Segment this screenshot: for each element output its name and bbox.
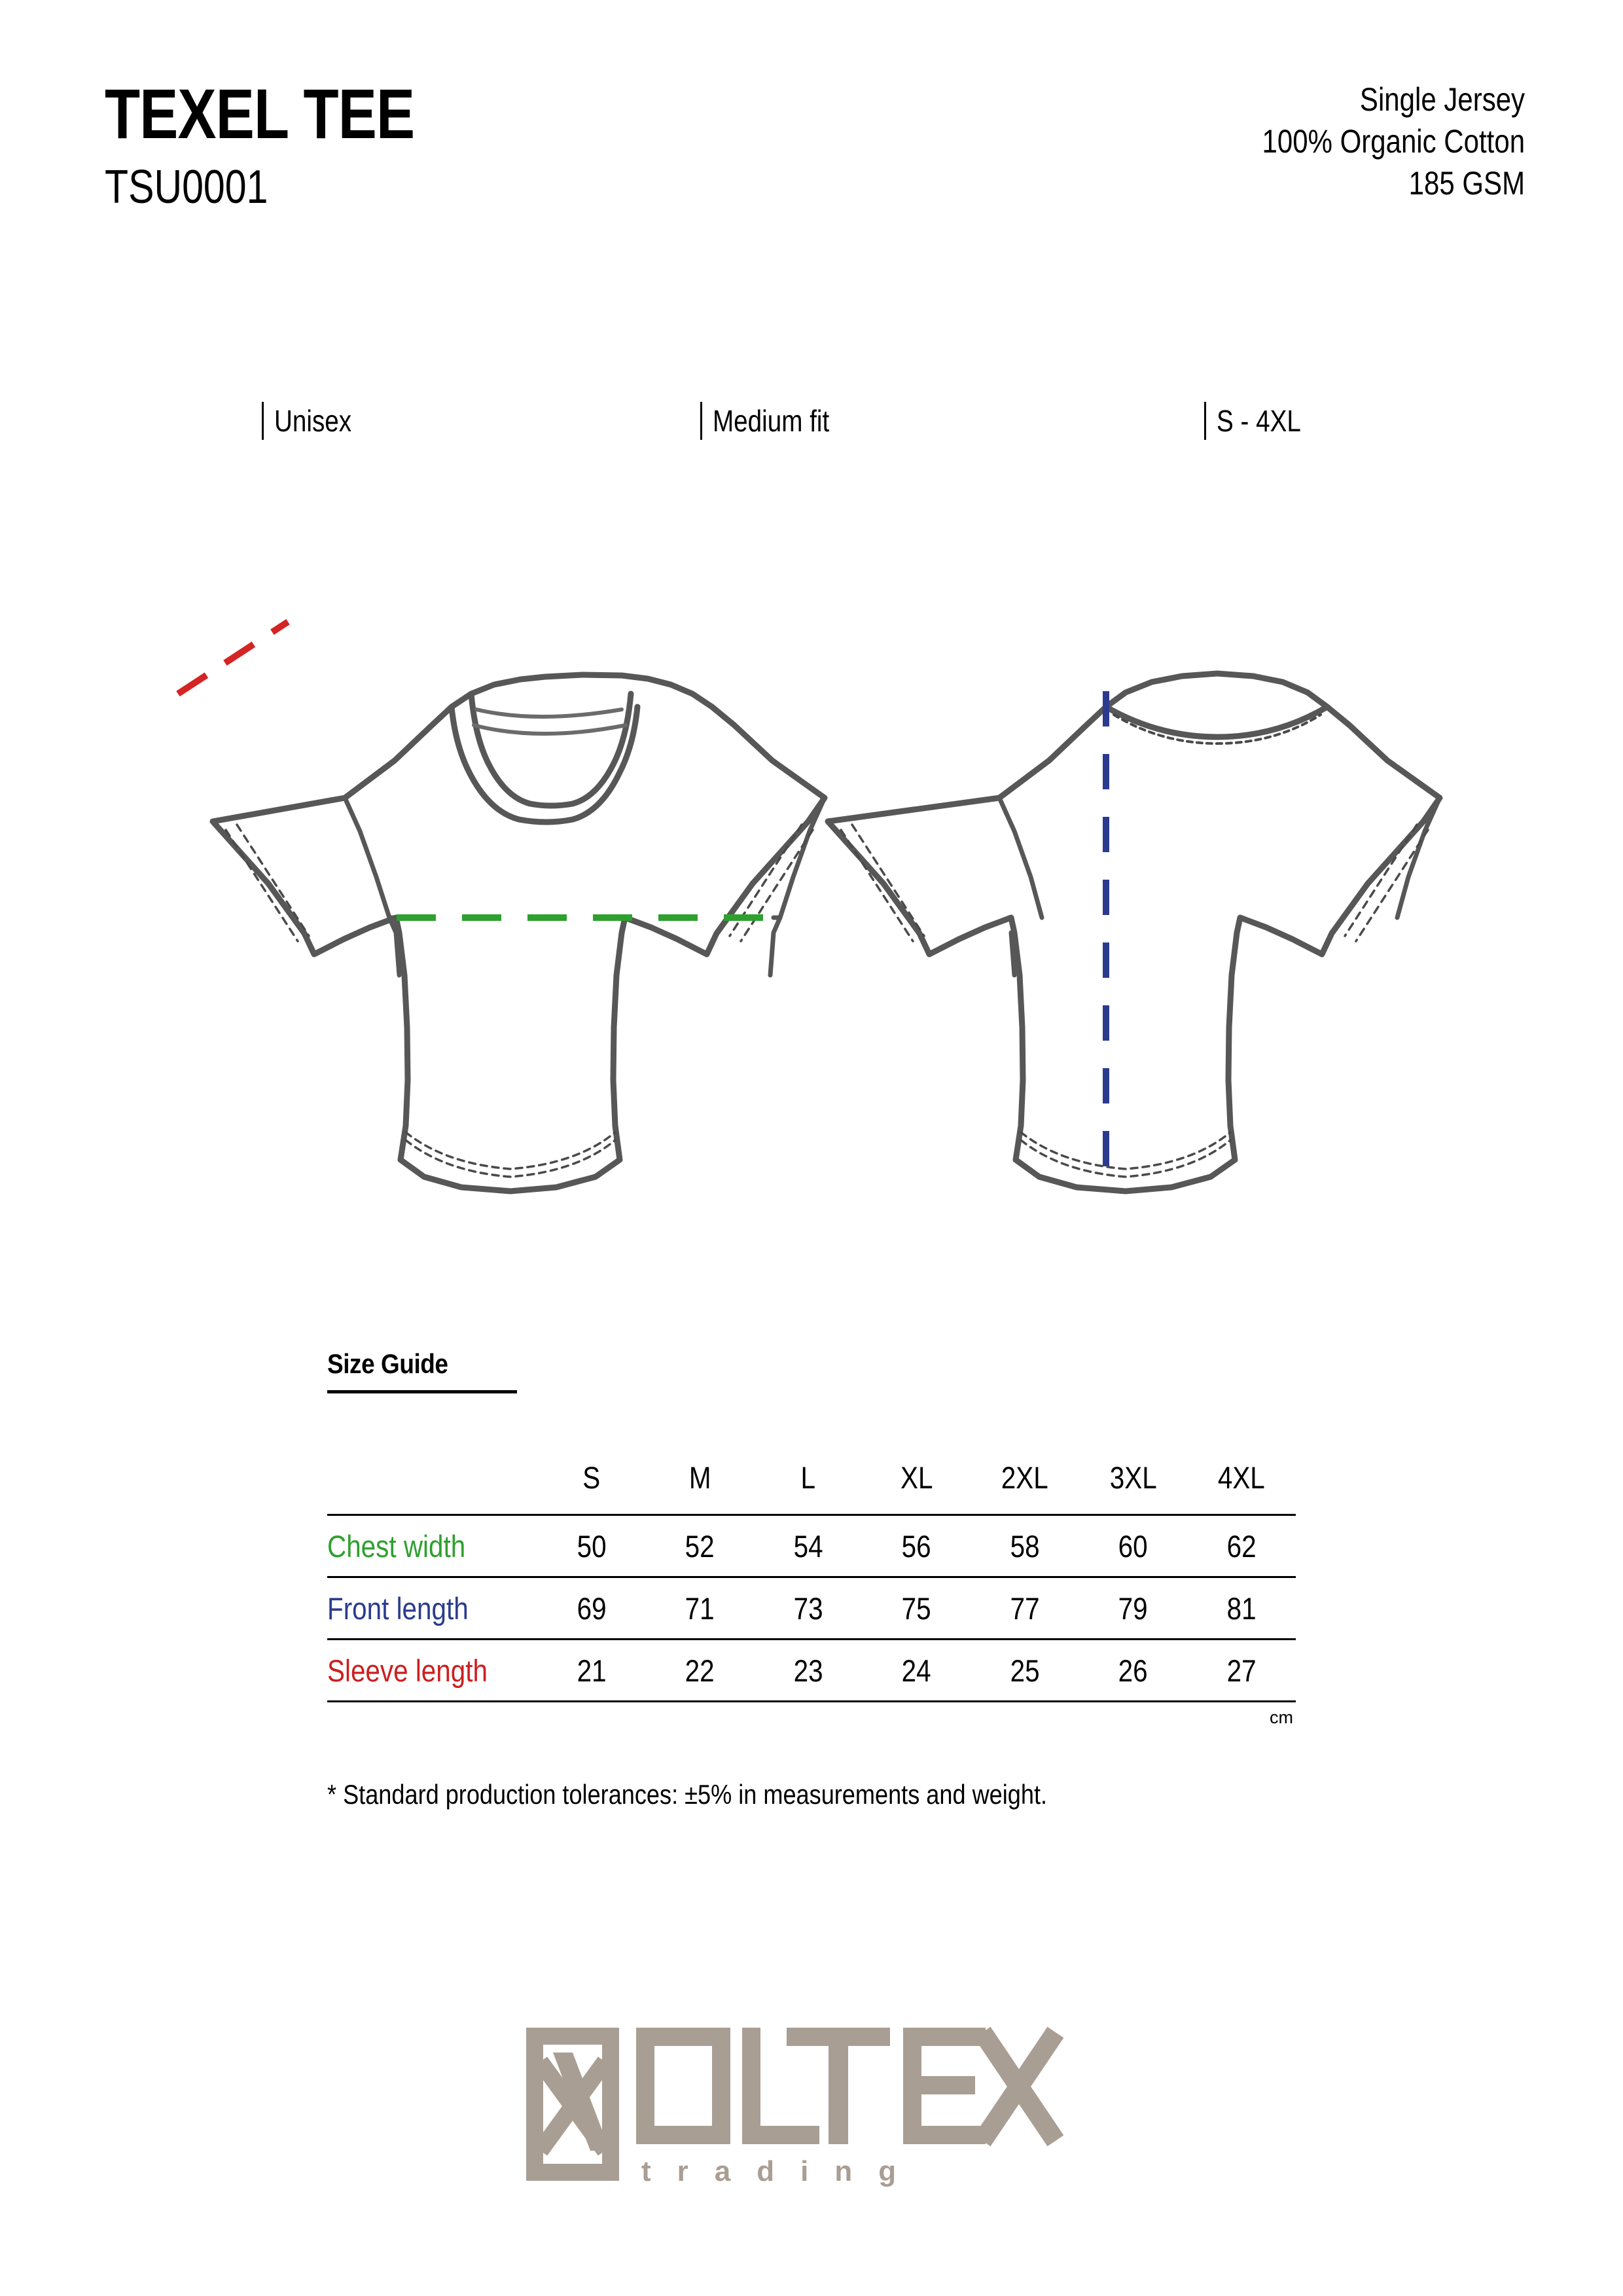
size-table-body: Chest width 50 52 54 56 58 60 62 Front l… (327, 1515, 1296, 1702)
attribute-gender-label: Unisex (274, 404, 352, 438)
tolerance-note: * Standard production tolerances: ±5% in… (327, 1779, 1296, 1810)
technical-drawings (164, 609, 1472, 1217)
row-label-text: Sleeve length (327, 1653, 488, 1688)
row-label-text: Front length (327, 1590, 469, 1626)
attributes-row: Unisex Medium fit S - 4XL (262, 402, 1387, 440)
table-row: Chest width 50 52 54 56 58 60 62 (327, 1515, 1296, 1577)
spec-weight: 185 GSM (1408, 165, 1525, 202)
oltex-trading-logo: trading (526, 2026, 1064, 2187)
logo-letter-e (903, 2028, 986, 2144)
svg-text:trading: trading (641, 2155, 922, 2187)
cell-front-length-m: 71 (685, 1590, 715, 1626)
cell-sleeve-length-4xl: 27 (1226, 1653, 1257, 1688)
header-size-2xl: 2XL (1001, 1460, 1049, 1495)
divider-bar-icon (700, 402, 702, 440)
size-guide-title: Size Guide (327, 1348, 448, 1379)
cell-front-length-4xl: 81 (1226, 1590, 1257, 1626)
cell-sleeve-length-m: 22 (685, 1653, 715, 1688)
header-size-m: M (688, 1460, 711, 1495)
header-size-s: S (582, 1460, 601, 1495)
logo-letter-x (974, 2026, 1064, 2147)
cell-chest-width-2xl: 58 (1010, 1528, 1040, 1564)
sleeve-length-line (176, 619, 290, 697)
tolerance-note-text: * Standard production tolerances: ±5% in… (327, 1779, 1048, 1810)
size-table-header: S M L XL 2XL 3XL 4XL (327, 1450, 1296, 1515)
attribute-fit: Medium fit (700, 402, 1204, 440)
footer-logo: trading (0, 2016, 1623, 2193)
row-label-text: Chest width (327, 1528, 466, 1564)
cell-sleeve-length-3xl: 26 (1118, 1653, 1149, 1688)
header-size-xl: XL (900, 1460, 933, 1495)
spec-fabric-type: Single Jersey (1359, 81, 1525, 118)
unit-label: cm (1270, 1708, 1293, 1727)
logo-subtext: trading (641, 2155, 922, 2187)
attribute-size-range: S - 4XL (1204, 402, 1387, 440)
cell-sleeve-length-s: 21 (577, 1653, 607, 1688)
size-guide-underline (327, 1390, 517, 1393)
attribute-gender: Unisex (262, 402, 700, 440)
boxed-x-icon (526, 2028, 619, 2181)
size-guide-section: Size Guide S M L XL 2XL 3XL 4XL Chest wi… (327, 1348, 1296, 1810)
product-code: TSU0001 (105, 161, 268, 213)
header-size-4xl: 4XL (1218, 1460, 1266, 1495)
divider-bar-icon (1204, 402, 1206, 440)
size-table-header-row: S M L XL 2XL 3XL 4XL (327, 1450, 1296, 1515)
header-measurement (342, 1450, 522, 1515)
row-label-sleeve-length: Sleeve length (327, 1640, 537, 1702)
cell-sleeve-length-2xl: 25 (1010, 1653, 1040, 1688)
header-size-l: L (800, 1460, 816, 1495)
size-guide-heading: Size Guide (327, 1348, 1296, 1393)
cell-front-length-s: 69 (577, 1590, 607, 1626)
header-size-3xl: 3XL (1109, 1460, 1157, 1495)
cell-chest-width-3xl: 60 (1118, 1528, 1149, 1564)
row-label-front-length: Front length (327, 1577, 537, 1640)
logo-letter-o (636, 2028, 730, 2144)
fabric-spec-block: Single Jersey 100% Organic Cotton 185 GS… (1212, 79, 1525, 204)
spec-composition: 100% Organic Cotton (1262, 123, 1525, 160)
size-guide-table: S M L XL 2XL 3XL 4XL Chest width 50 52 5… (327, 1450, 1296, 1702)
cell-sleeve-length-xl: 24 (902, 1653, 931, 1688)
cell-chest-width-m: 52 (685, 1528, 715, 1564)
cell-front-length-2xl: 77 (1010, 1590, 1040, 1626)
page-header: TEXEL TEE TSU0001 Single Jersey 100% Org… (105, 79, 1525, 211)
cell-chest-width-xl: 56 (902, 1528, 931, 1564)
cell-sleeve-length-l: 23 (793, 1653, 823, 1688)
page-title: TEXEL TEE (105, 74, 415, 153)
table-row: Sleeve length 21 22 23 24 25 26 27 (327, 1639, 1296, 1702)
cell-chest-width-s: 50 (577, 1528, 607, 1564)
t-shirt-front-technical-drawing (209, 672, 828, 1194)
cell-chest-width-4xl: 62 (1226, 1528, 1257, 1564)
t-shirt-back-technical-drawing (825, 670, 1443, 1194)
cell-chest-width-l: 54 (793, 1528, 823, 1564)
title-block: TEXEL TEE TSU0001 (105, 79, 482, 211)
cell-front-length-3xl: 79 (1118, 1590, 1149, 1626)
attribute-size-range-label: S - 4XL (1217, 404, 1301, 438)
cell-front-length-l: 73 (793, 1590, 823, 1626)
logo-letter-t (787, 2028, 890, 2144)
cell-front-length-xl: 75 (902, 1590, 931, 1626)
logo-letter-l (742, 2028, 819, 2144)
attribute-fit-label: Medium fit (713, 404, 830, 438)
divider-bar-icon (262, 402, 264, 440)
table-row: Front length 69 71 73 75 77 79 81 (327, 1577, 1296, 1640)
row-label-chest-width: Chest width (327, 1515, 537, 1577)
